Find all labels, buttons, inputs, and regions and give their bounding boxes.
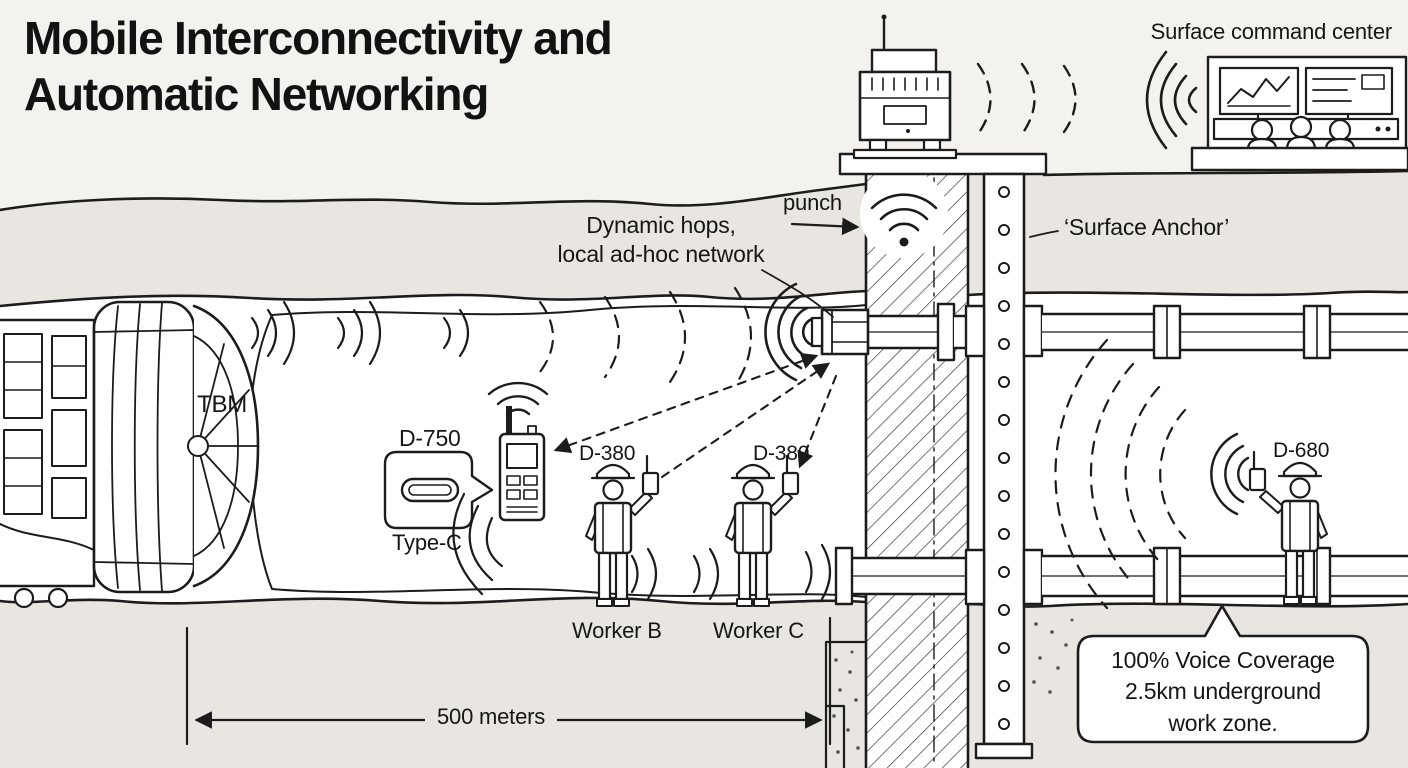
worker-b-label: Worker B — [572, 618, 662, 643]
tbm-machine — [0, 300, 260, 609]
worker-b-figure — [585, 454, 660, 607]
concrete-texture — [824, 618, 1074, 768]
leader-lines — [761, 217, 1059, 318]
title-line-2: Automatic Networking — [24, 68, 489, 121]
shaft-wall — [864, 170, 970, 768]
handheld-radio — [452, 381, 549, 596]
type-c-label: Type-C — [392, 530, 462, 555]
operator-figures — [1246, 115, 1356, 150]
punch-label: punch — [783, 190, 842, 215]
d380-worker-b-label: D-380 — [579, 442, 636, 465]
anchor-beam — [974, 172, 1034, 760]
worker-c-label: Worker C — [713, 618, 804, 643]
surface-anchor-label: ‘Surface Anchor’ — [1064, 214, 1230, 240]
surface-signal-arcs — [976, 50, 1198, 150]
hop-links — [553, 352, 838, 479]
distance-label: 500 meters — [425, 703, 558, 732]
tbm-label: TBM — [197, 391, 248, 418]
worker-c-figure — [725, 454, 800, 607]
worker-d-figure — [1248, 450, 1328, 605]
coverage-label: 100% Voice Coverage 2.5km underground wo… — [1111, 647, 1335, 736]
wifi-icon — [860, 170, 948, 258]
surface-command-center-label: Surface command center — [1150, 19, 1393, 44]
d680-label: D-680 — [1273, 439, 1330, 462]
pipes — [834, 302, 1408, 606]
type-c-connector-icon — [400, 477, 460, 503]
dynamic-hops-label: Dynamic hops, local ad-hoc network — [557, 212, 765, 268]
coverage-bubble — [1076, 604, 1370, 744]
d750-label: D-750 — [399, 425, 461, 451]
page-title: Mobile Interconnectivity and Automatic N… — [24, 10, 613, 122]
signal-arcs-right-tunnel — [1054, 338, 1250, 610]
d750-callout — [383, 450, 494, 530]
surface-radio — [852, 14, 958, 160]
title-line-1: Mobile Interconnectivity and — [24, 12, 613, 64]
d380-worker-c-label: D-380 — [753, 442, 810, 465]
command-center — [1190, 55, 1408, 172]
